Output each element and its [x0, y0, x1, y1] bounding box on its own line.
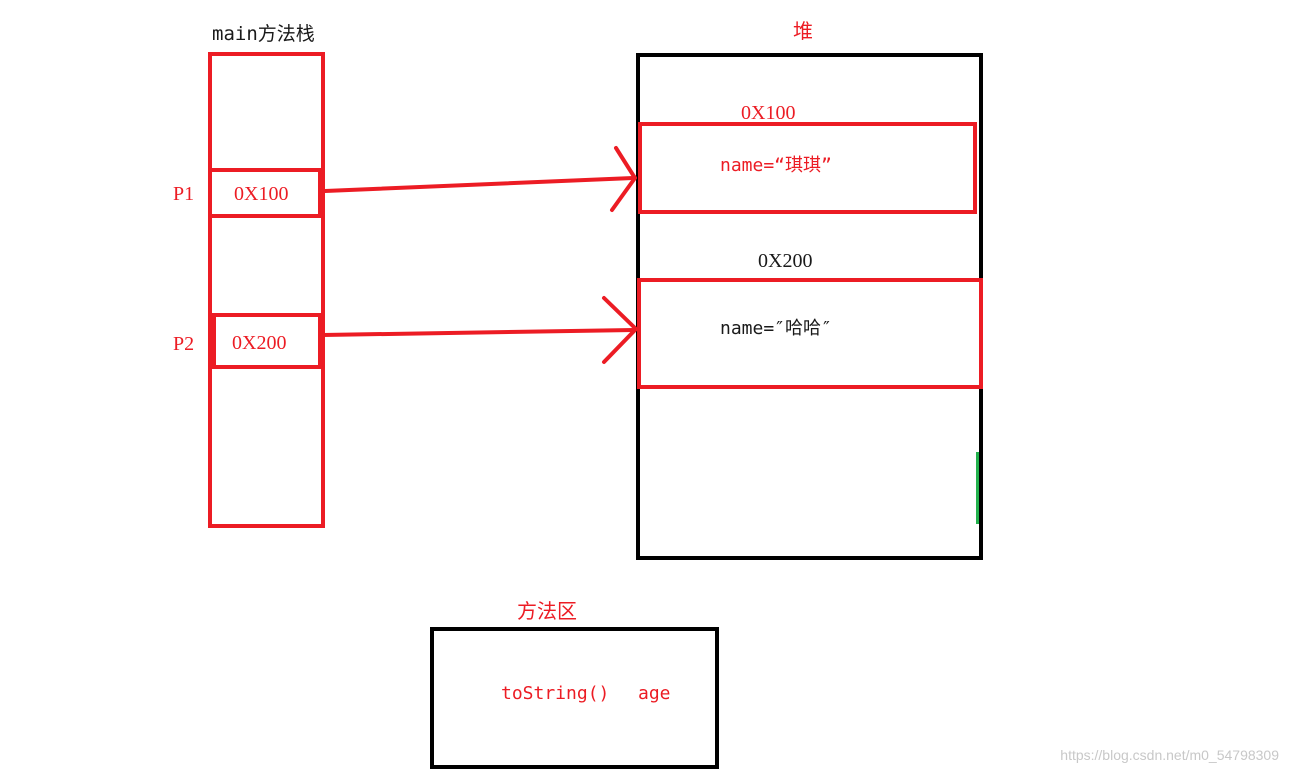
stack-slot-p1-address: 0X100: [234, 183, 289, 205]
stack-slot-p1: [208, 168, 322, 218]
stack-title: main方法栈: [212, 23, 315, 45]
stack-frame: [208, 52, 325, 528]
arrow-p2-to-0x200-head: [602, 296, 638, 364]
heap-object-1: [638, 122, 977, 214]
heap-object-2-content: name=″哈哈″: [720, 318, 832, 339]
var-label-p2: P2: [173, 333, 195, 355]
heap-title: 堆: [793, 19, 813, 43]
green-tick-mark: [976, 452, 979, 524]
var-label-p1: P1: [173, 183, 195, 205]
arrow-p1-to-0x100-head: [610, 146, 637, 212]
method-area: [430, 627, 719, 769]
arrow-p2-to-0x200-shaft: [321, 328, 636, 337]
heap-object-1-content: name=“琪琪”: [720, 155, 832, 176]
method-area-item-age: age: [638, 683, 671, 704]
method-area-title: 方法区: [517, 599, 577, 623]
stack-slot-p2: [212, 313, 322, 369]
heap-object-2-address: 0X200: [758, 250, 813, 272]
stack-slot-p2-address: 0X200: [232, 332, 287, 354]
heap-object-2: [637, 278, 983, 389]
method-area-item-tostring: toString(): [501, 683, 610, 704]
arrow-p1-to-0x100-shaft: [323, 176, 635, 193]
watermark: https://blog.csdn.net/m0_54798309: [1060, 747, 1279, 763]
heap-object-1-address: 0X100: [741, 102, 796, 124]
